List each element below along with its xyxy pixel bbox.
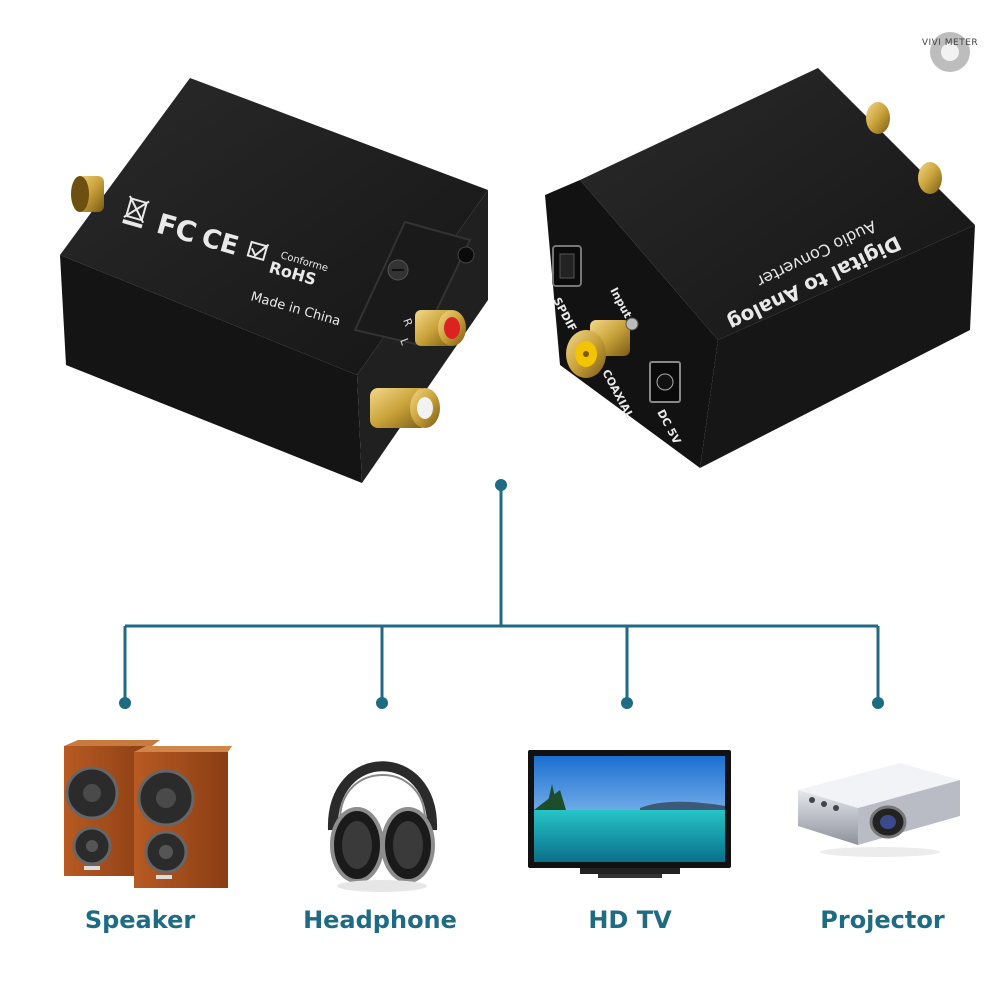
connector-dot-headphone [376,697,388,709]
output-label-tv: HD TV [588,906,672,934]
converter-right-device: Digital to Analog Audio Converter Input … [545,68,975,468]
rca-jacks-back [866,102,942,194]
output-label-projector: Projector [820,906,945,934]
channel-r-label: R [400,317,415,329]
tv-icon [528,750,731,878]
converter-left-device: FC CE Conforme RoHS Made in China R L [60,78,488,483]
connector-dot-projector [872,697,884,709]
coaxial-jack [566,320,630,378]
brand-logo-icon [930,32,970,72]
rca-jack-red [415,310,466,346]
dc-power-port [649,361,681,403]
channel-l-label: L [397,337,412,348]
connector-dot-source [495,479,507,491]
output-label-speaker: Speaker [84,906,196,934]
headphone-icon [327,761,438,892]
connector-tree [123,485,880,703]
spdif-optical-port [552,245,582,287]
rca-jack-top [71,176,104,212]
rca-jack-white [370,388,440,428]
watermark-text: VIVI METER [921,38,979,48]
output-label-headphone: Headphone [303,906,457,934]
connector-dot-tv [621,697,633,709]
speaker-icon [64,740,232,888]
projector-icon [798,763,960,857]
connector-dot-speaker [119,697,131,709]
